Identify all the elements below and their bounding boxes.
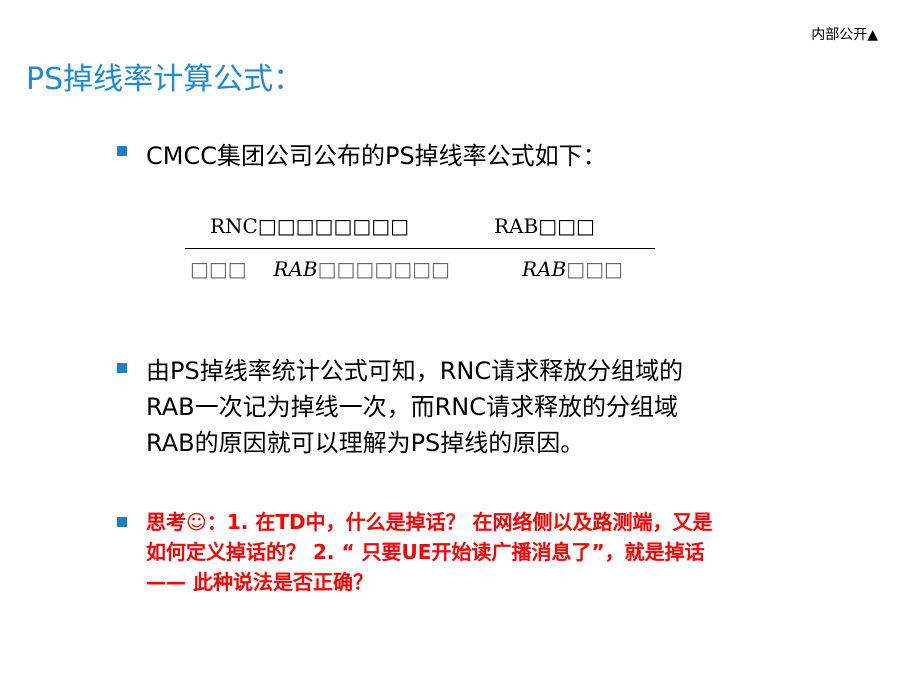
formula-numerator-left: RNC□□□□□□□□: [210, 214, 410, 238]
bullet-3-line: 思考☺：1. 在TD中，什么是掉话？ 在网络侧以及路测端，又是: [146, 510, 713, 534]
formula-denominator-right-rab: RAB: [522, 257, 567, 281]
classification-label: 内部公开▲: [811, 27, 878, 43]
formula-denominator-prefix: □□□: [190, 257, 247, 281]
bullet-1-text: CMCC集团公司公布的PS掉线率公式如下：: [146, 142, 607, 170]
slide-title: PS掉线率计算公式：: [26, 62, 304, 97]
bullet-2-line: RAB一次记为掉线一次，而RNC请求释放的分组域: [146, 393, 678, 421]
bullet-square-icon: [117, 363, 127, 373]
formula-numerator-right: RAB□□□: [494, 214, 595, 238]
formula-denominator-right-suffix: □□□: [566, 257, 623, 281]
bullet-square-icon: [117, 146, 127, 156]
fraction-bar: [185, 248, 655, 249]
formula-denominator-left: □□□ RAB□□□□□□□: [190, 257, 450, 281]
formula-denominator-right: RAB□□□: [522, 257, 623, 281]
bullet-square-icon: [117, 517, 127, 527]
bullet-2-line: 由PS掉线率统计公式可知，RNC请求释放分组域的: [146, 357, 684, 385]
formula-denominator-mid-suffix: □□□□□□□: [317, 257, 450, 281]
bullet-2-text: 由PS掉线率统计公式可知，RNC请求释放分组域的 RAB一次记为掉线一次，而RN…: [146, 353, 846, 461]
bullet-3-line: —— 此种说法是否正确？: [146, 570, 373, 594]
bullet-3-line: 如何定义掉话的？ 2. “ 只要UE开始读广播消息了”，就是掉话: [146, 540, 705, 564]
bullet-2-line: RAB的原因就可以理解为PS掉线的原因。: [146, 429, 585, 457]
bullet-3-text: 思考☺：1. 在TD中，什么是掉话？ 在网络侧以及路测端，又是 如何定义掉话的？…: [146, 507, 866, 597]
formula-denominator-mid-rab: RAB: [273, 257, 318, 281]
